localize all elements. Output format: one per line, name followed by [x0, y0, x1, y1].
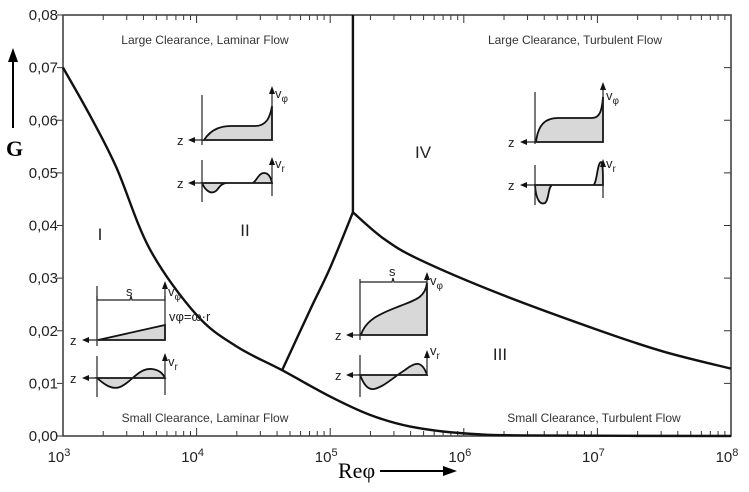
y-tick-label: 0,08 [29, 7, 58, 24]
z-label: z [177, 133, 184, 148]
vphi-label: vφ [606, 88, 620, 107]
y-tick-label: 0,05 [29, 165, 58, 182]
x-tick-labels: 103 104 105 106 107 108 [48, 447, 739, 466]
x-tick-label: 105 [315, 447, 338, 466]
regime-III-label: III [493, 345, 507, 364]
vr-label: vr [430, 343, 441, 362]
vr-label: vr [275, 156, 286, 175]
inset-III-vphi-profile: s z vφ [335, 264, 444, 343]
regime-II-label: II [240, 221, 249, 240]
z-label: z [508, 135, 515, 150]
z-label: z [508, 178, 515, 193]
z-label: z [335, 368, 342, 383]
vphi-label: vφ [275, 86, 289, 105]
region-small-turbulent-label: Small Clearance, Turbulent Flow [507, 411, 681, 425]
s-label: s [389, 264, 396, 279]
x-axis-label: Reφ [338, 458, 375, 483]
y-tick-label: 0,04 [29, 218, 58, 235]
regime-IV-label: IV [415, 143, 432, 162]
inset-II-vphi-profile: z vφ [177, 86, 289, 148]
x-tick-label: 108 [716, 447, 739, 466]
vr-label: vr [168, 354, 179, 373]
y-axis-arrow-icon [8, 48, 18, 128]
inset-regime-II: z vφ z vr [177, 86, 289, 202]
y-tick-labels: 0,00 0,01 0,02 0,03 0,04 0,05 0,06 0,07 0,08 [29, 7, 58, 445]
inset-IV-vphi-profile: z vφ [508, 82, 620, 150]
inset-I-vr-profile: z vr [70, 353, 179, 397]
x-tick-label: 103 [48, 447, 71, 466]
boundary-curves [61, 14, 732, 438]
y-tick-label: 0,03 [29, 270, 58, 287]
vphi-label: vφ [430, 273, 444, 292]
curve-boundary-III-IV [352, 211, 732, 370]
region-small-laminar-label: Small Clearance, Laminar Flow [122, 411, 289, 425]
x-tick-label: 106 [448, 447, 471, 466]
y-tick-label: 0,00 [29, 428, 58, 445]
plot-frame [62, 14, 732, 437]
rigid-rotation-label: vφ=ω·r [169, 309, 211, 324]
inset-regime-III: s z vφ z vr [335, 264, 444, 397]
inset-regime-IV: z vφ z vr [508, 82, 620, 205]
y-tick-label: 0,06 [29, 112, 58, 129]
y-axis-label: G [6, 136, 23, 161]
y-tick-label: 0,02 [29, 323, 58, 340]
z-label: z [70, 333, 77, 348]
x-tick-label: 104 [181, 447, 204, 466]
regime-I-label: I [98, 225, 103, 244]
inset-II-vr-profile: z vr [177, 156, 286, 202]
inset-IV-vr-profile: z vr [508, 156, 617, 205]
inset-I-vphi-profile: s z vφ vφ=ω·r [70, 281, 211, 348]
curve-boundary-II-III [281, 211, 355, 371]
curve-boundary-laminar-small-clearance [61, 67, 732, 438]
s-label: s [126, 284, 133, 299]
inset-regime-I: s z vφ vφ=ω·r z vr [70, 281, 211, 397]
x-tick-label: 107 [582, 447, 605, 466]
z-label: z [70, 371, 77, 386]
z-label: z [177, 176, 184, 191]
y-tick-label: 0,07 [29, 60, 58, 77]
region-large-laminar-label: Large Clearance, Laminar Flow [121, 33, 289, 47]
vr-label: vr [606, 156, 617, 175]
y-tick-label: 0,01 [29, 375, 58, 392]
vphi-label: vφ [168, 284, 182, 303]
z-label: z [335, 328, 342, 343]
region-large-turbulent-label: Large Clearance, Turbulent Flow [488, 33, 662, 47]
inset-III-vr-profile: z vr [335, 343, 441, 397]
x-axis-arrow-icon [380, 466, 457, 476]
